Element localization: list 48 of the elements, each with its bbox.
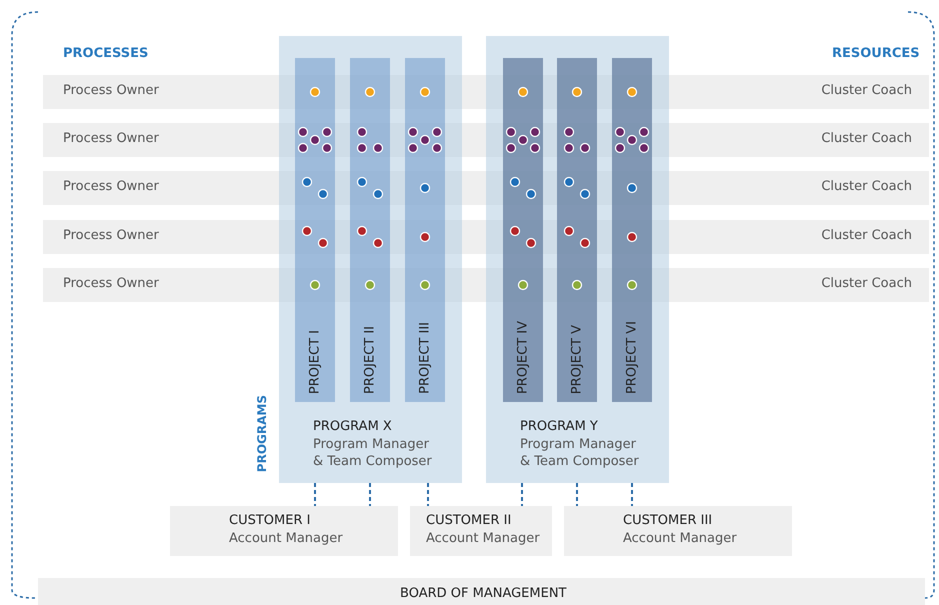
program-title: PROGRAM X (313, 419, 392, 434)
customer-title: CUSTOMER III (623, 513, 712, 528)
program-subtitle: Program Manager & Team Composer (520, 436, 640, 470)
dashed-connector (631, 483, 633, 506)
row-label: Process Owner (63, 179, 159, 194)
section-label: RESOURCES (832, 46, 920, 61)
project-column (557, 58, 597, 402)
program-subtitle: Program Manager & Team Composer (313, 436, 433, 470)
customer-subtitle: Account Manager (623, 531, 737, 546)
dashed-connector (521, 483, 523, 506)
section-label: PROGRAMS (255, 395, 269, 472)
program-title: PROGRAM Y (520, 419, 598, 434)
customer-box (170, 506, 398, 556)
program-panel (279, 36, 462, 483)
project-column (503, 58, 543, 402)
project-label: PROJECT IV (516, 320, 530, 394)
row-label: Cluster Coach (821, 228, 912, 243)
customer-subtitle: Account Manager (426, 531, 540, 546)
dashed-connector (369, 483, 371, 506)
project-label: PROJECT I (308, 330, 322, 394)
row-label: Cluster Coach (821, 276, 912, 291)
project-label: PROJECT III (418, 322, 432, 394)
project-label: PROJECT VI (624, 320, 640, 394)
row-label: Cluster Coach (821, 131, 912, 146)
project-label: PROJECT V (570, 324, 584, 394)
row-label: Cluster Coach (821, 179, 912, 194)
board-title: BOARD OF MANAGEMENT (400, 586, 566, 601)
dashed-connector (314, 483, 316, 506)
project-column (405, 58, 445, 402)
customer-box (564, 506, 792, 556)
dashed-connector (427, 483, 429, 506)
section-label: PROCESSES (63, 46, 148, 61)
program-panel (486, 36, 669, 483)
dashed-connector (576, 483, 578, 506)
project-column (295, 58, 335, 402)
board-bar (38, 578, 925, 605)
row-label: Process Owner (63, 83, 159, 98)
customer-title: CUSTOMER II (426, 513, 512, 528)
project-column (350, 58, 390, 402)
row-label: Process Owner (63, 131, 159, 146)
customer-subtitle: Account Manager (229, 531, 343, 546)
customer-title: CUSTOMER I (229, 513, 310, 528)
row-label: Cluster Coach (821, 83, 912, 98)
customer-box (410, 506, 552, 556)
project-label: PROJECT II (362, 326, 378, 394)
row-label: Process Owner (63, 228, 159, 243)
row-label: Process Owner (63, 276, 159, 291)
project-column (612, 58, 652, 402)
